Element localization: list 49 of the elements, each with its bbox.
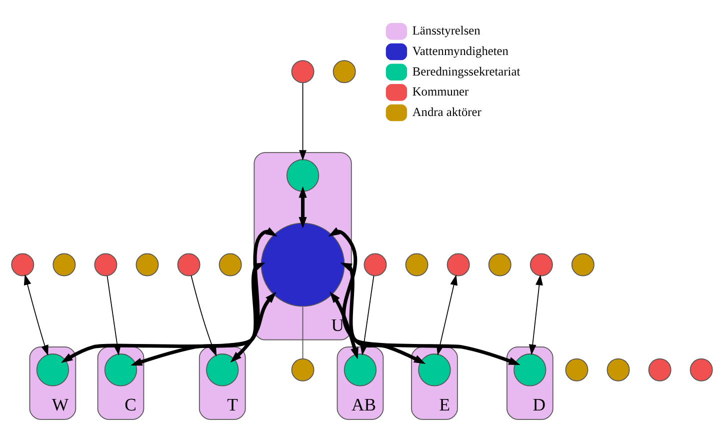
arrow: [330, 291, 358, 359]
node-circle: [11, 252, 34, 276]
legend-label: Vattenmyndigheten: [412, 44, 508, 58]
node-circle: [332, 60, 356, 83]
node-circle: [104, 353, 138, 386]
arrow: [299, 82, 306, 160]
arrow: [130, 262, 266, 366]
node-circle: [488, 252, 512, 276]
node-circle: [514, 353, 546, 386]
arrow: [360, 274, 374, 355]
node-circle: [260, 222, 345, 306]
node-circle: [571, 252, 594, 276]
node-circle: [291, 60, 314, 83]
arrow: [230, 291, 276, 362]
arrow: [328, 226, 520, 365]
node-circle: [446, 252, 470, 276]
node-circle: [177, 252, 200, 276]
node-circle: [206, 353, 239, 386]
legend-label: Kommuner: [412, 84, 469, 98]
connector: [302, 306, 304, 358]
arrow: [528, 274, 543, 355]
arrow: [298, 186, 307, 228]
node-circle: [36, 353, 70, 386]
cluster: E: [411, 346, 458, 420]
arrow: [436, 274, 458, 355]
node-circle: [530, 252, 553, 276]
node-circle: [648, 358, 672, 381]
node-circle: [291, 358, 314, 381]
node-circle: [565, 358, 588, 381]
legend-label: Andra aktörer: [412, 104, 482, 119]
node-circle: [405, 252, 428, 276]
cluster: W: [29, 346, 76, 420]
legend-label: Länsstyrelsen: [412, 23, 480, 38]
arrow: [106, 274, 121, 355]
node-circle: [344, 353, 377, 386]
arrow: [61, 226, 278, 362]
legend-label: Beredningssekretariat: [412, 64, 520, 78]
node-circle: [136, 252, 159, 276]
node-circle: [218, 252, 242, 276]
node-circle: [690, 358, 713, 381]
node-circle: [286, 158, 320, 192]
arrow: [190, 274, 217, 356]
node-circle: [606, 358, 630, 381]
arrow: [340, 262, 426, 364]
node-circle: [418, 353, 451, 386]
node-circle: [364, 252, 387, 276]
node-circle: [94, 252, 118, 276]
arrow: [24, 274, 48, 356]
node-circle: [52, 252, 76, 276]
